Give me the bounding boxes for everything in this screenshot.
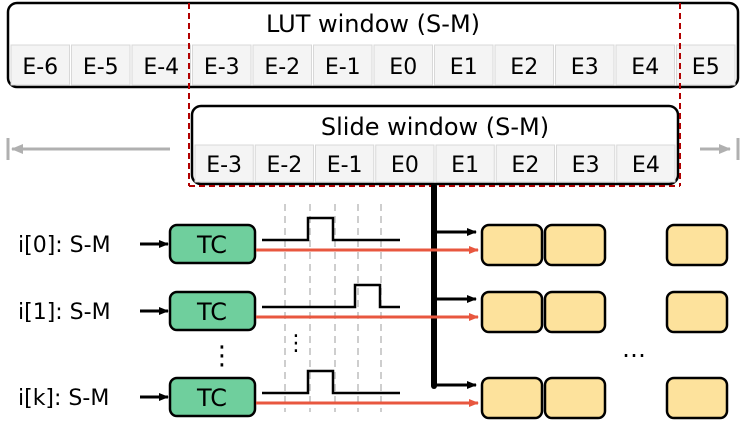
lut-cell	[615, 44, 675, 86]
output-block	[543, 223, 607, 267]
lut-cell-label: E-2	[264, 55, 300, 80]
slide-cell	[375, 144, 435, 183]
slide-cell	[254, 144, 314, 183]
lut-cell	[434, 44, 494, 86]
output-block	[665, 290, 729, 334]
tc-block	[168, 290, 257, 332]
lut-cell-label: E-6	[22, 55, 58, 80]
tc-block	[168, 376, 257, 418]
slide-cell	[315, 144, 375, 183]
output-block	[480, 290, 544, 334]
lut-cell	[494, 44, 554, 86]
lut-cell-label: E-5	[83, 55, 119, 80]
output-block	[543, 290, 607, 334]
slide-cell-label: E0	[391, 153, 419, 178]
timing-ellipsis-vertical: ⋮	[285, 331, 307, 356]
pulse-waveform	[262, 369, 400, 395]
input-label: i[1]: S-M	[18, 300, 111, 325]
output-block	[480, 376, 544, 420]
output-ellipsis-horizontal: …	[622, 335, 646, 363]
pulse-waveform	[262, 216, 400, 242]
slide-cell-label: E4	[632, 153, 660, 178]
tc-label: TC	[196, 231, 227, 259]
tc-block	[168, 223, 257, 265]
tc-label: TC	[196, 384, 227, 412]
slide-direction-arrows	[6, 138, 740, 160]
lut-cell-label: E-4	[143, 55, 179, 80]
slide-cell-label: E-1	[327, 153, 363, 178]
output-block	[665, 223, 729, 267]
timing-guides	[284, 204, 382, 412]
slide-window: Slide window (S-M) E-3 E-2 E-1 E0 E1 E2 E3 E4	[190, 104, 680, 186]
input-row: i[1]: S-M TC	[18, 283, 729, 334]
lut-window-title: LUT window (S-M)	[266, 10, 480, 38]
lut-cell	[555, 44, 615, 86]
output-block	[543, 376, 607, 420]
lut-cell	[10, 44, 70, 86]
row-ellipsis-vertical: ⋮	[209, 341, 235, 371]
slide-cell	[616, 144, 676, 183]
lut-cell	[676, 44, 736, 86]
slide-cell-label: E-2	[266, 153, 302, 178]
input-label: i[0]: S-M	[18, 233, 111, 258]
slide-cell-label: E-3	[206, 153, 242, 178]
lut-cell	[71, 44, 131, 86]
lut-cell	[192, 44, 252, 86]
slide-cell	[556, 144, 616, 183]
slide-cell	[194, 144, 254, 183]
slide-cells: E-3 E-2 E-1 E0 E1 E2 E3 E4	[194, 144, 676, 183]
lut-cell	[313, 44, 373, 86]
lut-cell-label: E1	[450, 55, 478, 80]
output-block	[665, 376, 729, 420]
lut-cell-label: E0	[389, 55, 417, 80]
slide-cell-label: E3	[572, 153, 600, 178]
lut-cell-label: E2	[510, 55, 538, 80]
slide-cell	[495, 144, 555, 183]
slide-cell-label: E1	[451, 153, 479, 178]
lut-cell	[252, 44, 312, 86]
slide-cell	[435, 144, 495, 183]
slide-window-title: Slide window (S-M)	[321, 113, 549, 141]
input-label: i[k]: S-M	[18, 386, 109, 411]
input-rows: i[0]: S-M TC i[1]: S-M TC i[k]: S-M TC	[18, 216, 729, 420]
lut-cell	[131, 44, 191, 86]
lut-cell-label: E-1	[325, 55, 361, 80]
slide-cell-label: E2	[511, 153, 539, 178]
lut-cell-label: E3	[571, 55, 599, 80]
input-row: i[k]: S-M TC	[18, 369, 729, 420]
lut-cell-label: E4	[631, 55, 659, 80]
pulse-waveform	[262, 283, 400, 309]
lut-cell-label: E-3	[204, 55, 240, 80]
lut-cell-label: E5	[692, 55, 720, 80]
output-block	[480, 223, 544, 267]
tc-label: TC	[196, 298, 227, 326]
input-row: i[0]: S-M TC	[18, 216, 729, 267]
lut-cells: E-6 E-5 E-4 E-3 E-2 E-1 E0 E1 E2 E3 E4 E5	[10, 44, 736, 86]
lut-cell	[373, 44, 433, 86]
